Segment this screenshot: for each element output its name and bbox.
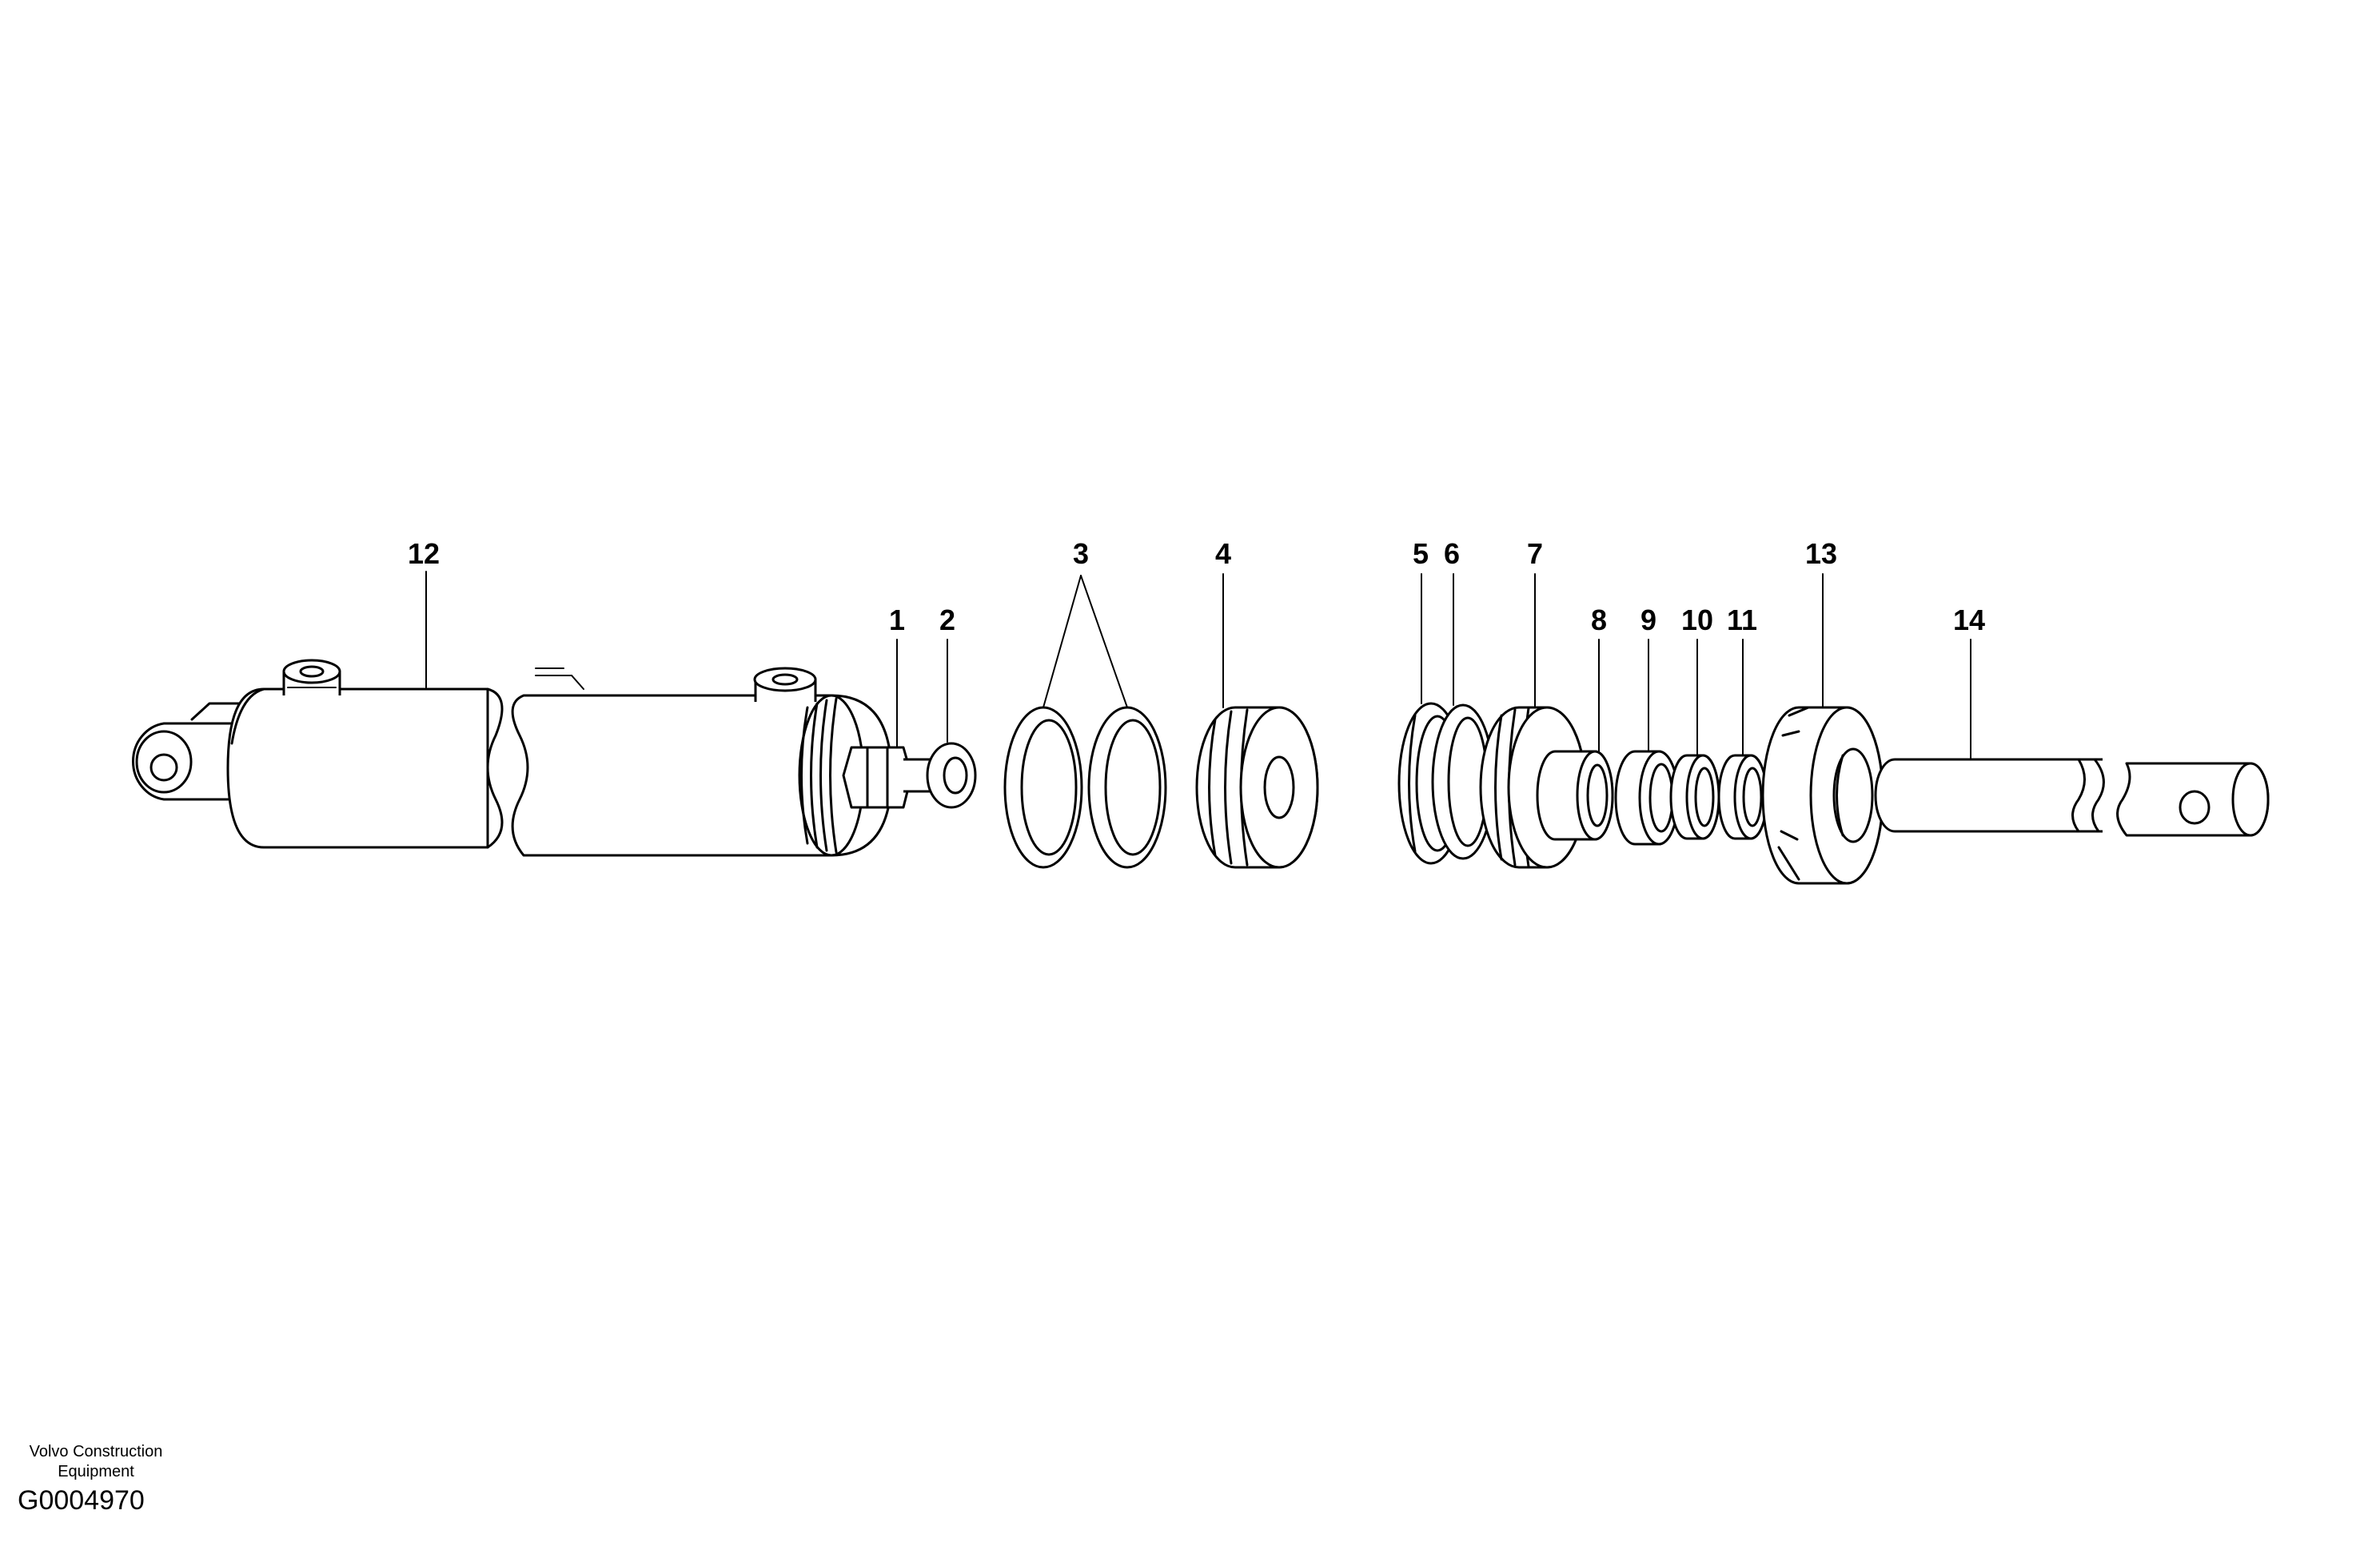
- callout-5: 5: [1413, 537, 1429, 570]
- part-2-washer: [926, 742, 977, 809]
- part-12-cylinder-barrel: [131, 659, 893, 857]
- part-11-ring: [1717, 754, 1768, 840]
- callout-12: 12: [408, 537, 440, 570]
- callout-13: 13: [1805, 537, 1837, 570]
- part-3-seal-rings: [1003, 706, 1167, 869]
- callout-3: 3: [1073, 537, 1089, 570]
- brand-line-1: Volvo Construction: [30, 1443, 163, 1460]
- part-1-nut: [842, 746, 937, 809]
- part-4-piston: [1195, 706, 1319, 869]
- part-13-cylinder-head: [1761, 706, 1884, 885]
- part-10-ring: [1669, 754, 1720, 840]
- callout-6: 6: [1444, 537, 1460, 570]
- callout-2: 2: [939, 604, 955, 636]
- callout-1: 1: [889, 604, 905, 636]
- part-9-ring: [1614, 750, 1680, 846]
- part-8-ring: [1536, 750, 1614, 841]
- leader-lines: [425, 571, 1971, 760]
- callout-11: 11: [1727, 604, 1757, 636]
- callout-8: 8: [1591, 604, 1607, 636]
- brand-line-2: Equipment: [58, 1463, 134, 1480]
- drawing-code: G0004970: [18, 1485, 145, 1516]
- part-14-piston-rod: [1874, 758, 2270, 837]
- callout-14: 14: [1953, 604, 1985, 636]
- callout-7: 7: [1527, 537, 1543, 570]
- callout-10: 10: [1681, 604, 1713, 636]
- callout-4: 4: [1215, 537, 1231, 570]
- callout-9: 9: [1640, 604, 1656, 636]
